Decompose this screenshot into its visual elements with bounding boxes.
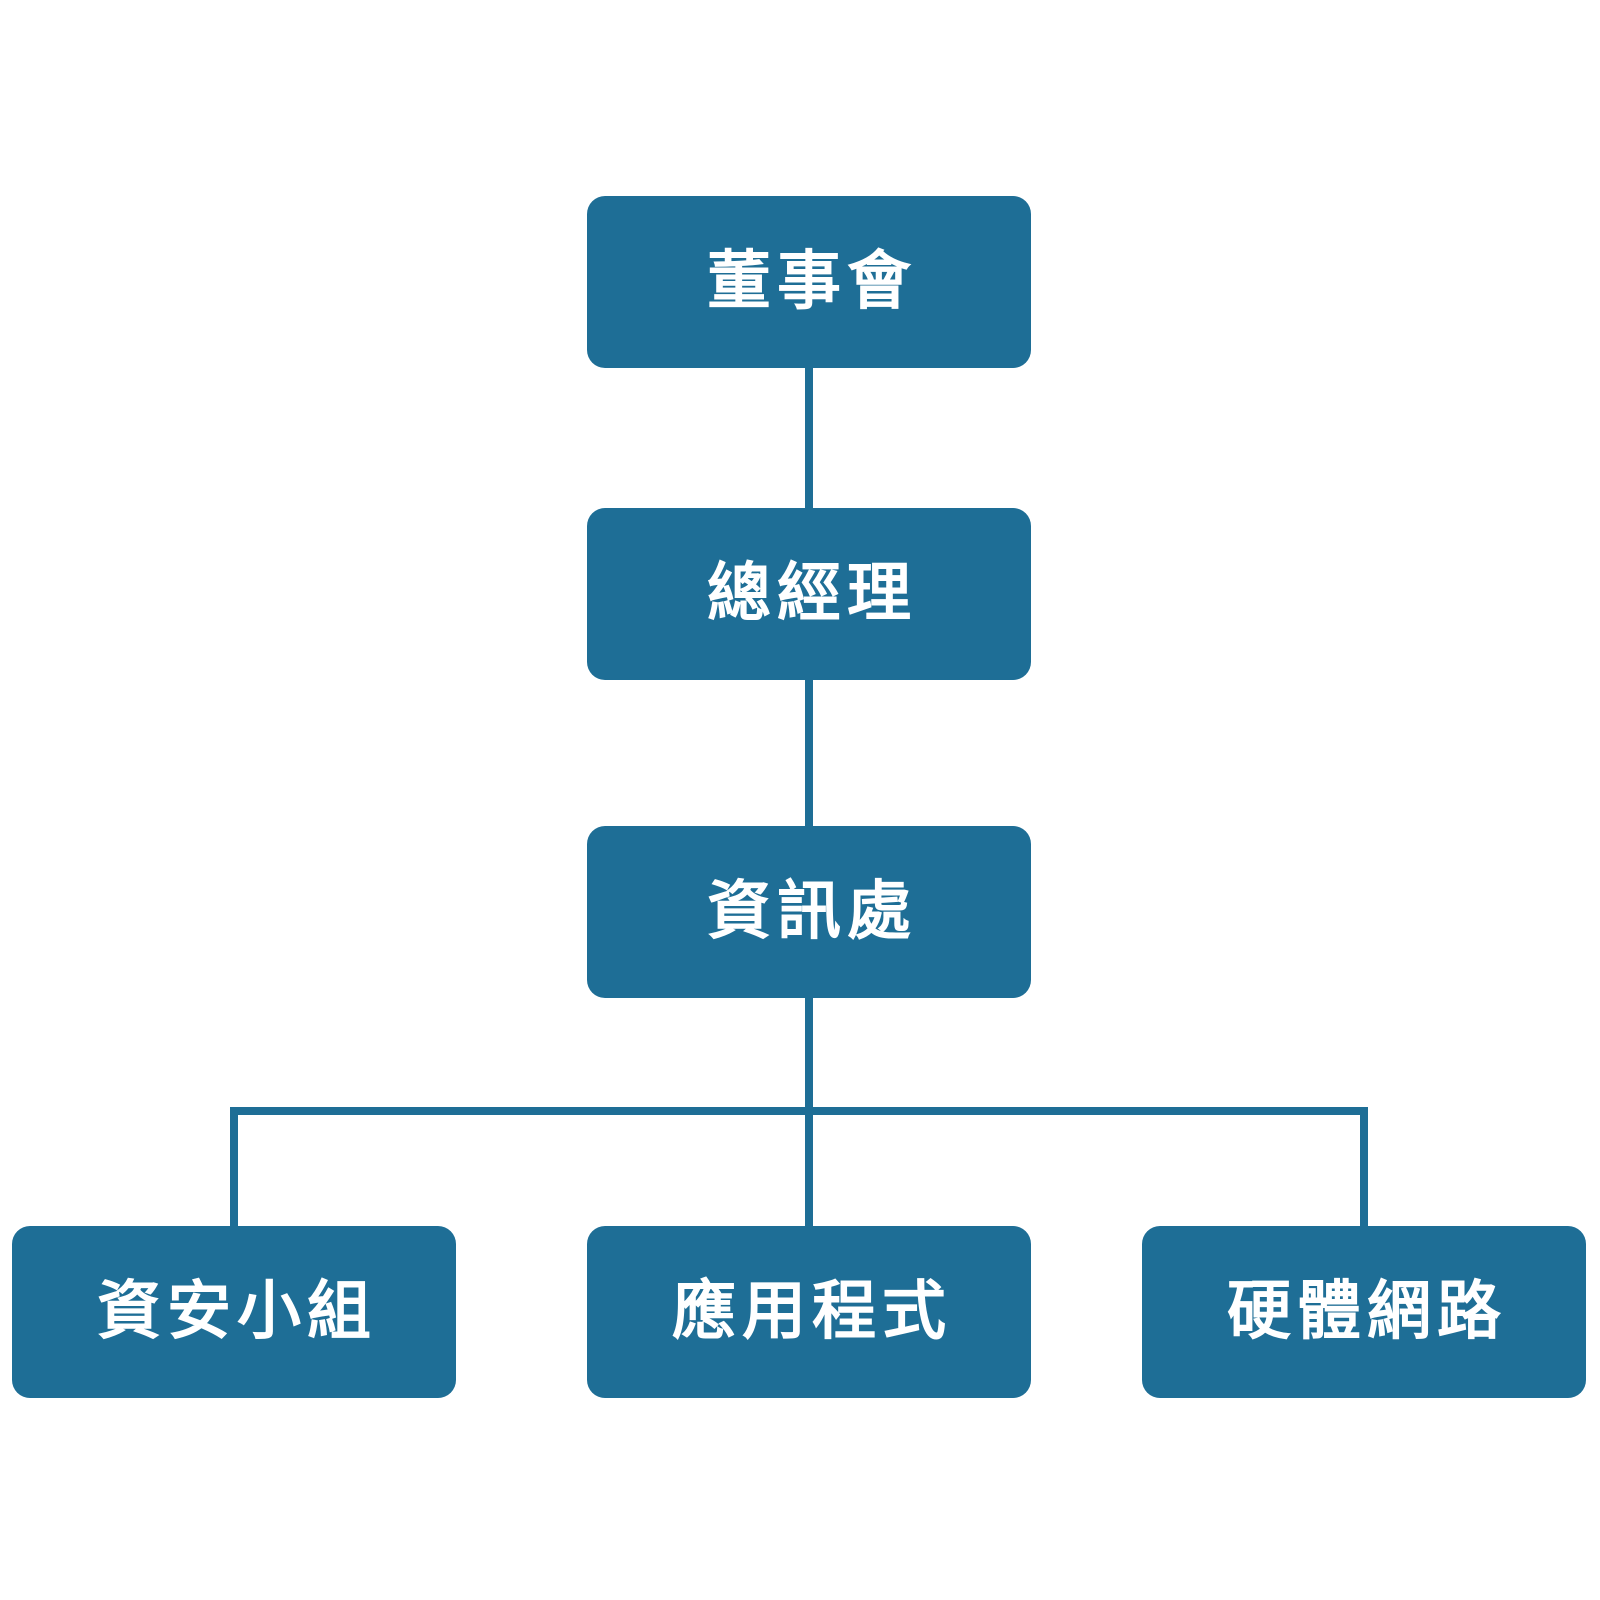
connector-board-to-general-manager [805, 368, 813, 508]
org-node-security-team-label: 資安小組 [97, 1275, 377, 1349]
connector-rail-to-hardware-network [1360, 1107, 1368, 1226]
org-node-applications: 應用程式 [587, 1226, 1031, 1398]
connector-rail-to-security-team [230, 1107, 238, 1226]
connector-horizontal-rail [230, 1107, 1368, 1115]
org-node-hardware-network: 硬體網路 [1142, 1226, 1586, 1398]
org-node-it-division: 資訊處 [587, 826, 1031, 998]
org-node-security-team: 資安小組 [12, 1226, 456, 1398]
org-node-general-manager: 總經理 [587, 508, 1031, 680]
org-node-hardware-network-label: 硬體網路 [1227, 1275, 1507, 1349]
org-node-it-division-label: 資訊處 [707, 875, 917, 949]
org-node-board-label: 董事會 [707, 245, 917, 319]
org-node-board: 董事會 [587, 196, 1031, 368]
connector-it-division-to-rail [805, 998, 813, 1115]
connector-rail-to-applications [805, 1115, 813, 1226]
org-node-applications-label: 應用程式 [672, 1275, 952, 1349]
connector-general-manager-to-it-division [805, 680, 813, 826]
org-node-general-manager-label: 總經理 [707, 557, 917, 631]
